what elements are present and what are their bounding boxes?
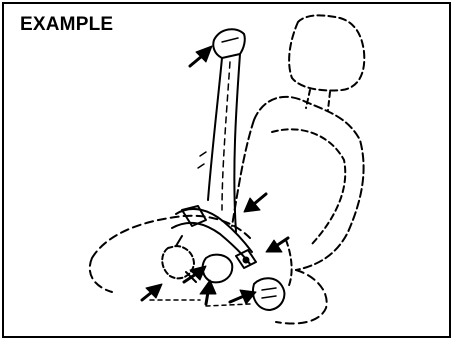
arrow-inner-buckle [230, 290, 256, 304]
retractor [203, 255, 233, 283]
arrow-floor-bolt [200, 280, 216, 304]
seat-cushion-side [286, 240, 292, 288]
buckle-bolt [244, 258, 249, 263]
belt-webbing-right [234, 54, 240, 232]
headrest-outline [289, 15, 364, 90]
shoulder-anchor-slot [222, 38, 238, 42]
belt-hash-marks [198, 152, 206, 168]
belt-webbing-center [222, 62, 230, 210]
lap-anchor-outer [162, 246, 194, 278]
arrow-seat-back [244, 194, 266, 212]
inner-buckle-detail [262, 288, 276, 298]
arrow-buckle-mount [266, 238, 288, 252]
arrow-shoulder-anchor [190, 46, 212, 66]
belt-webbing-left [208, 58, 222, 200]
inner-buckle [253, 278, 284, 310]
arrow-lap-anchor-left [142, 284, 162, 300]
seat-back-outline [232, 97, 364, 270]
seat-back-inner [272, 129, 345, 244]
